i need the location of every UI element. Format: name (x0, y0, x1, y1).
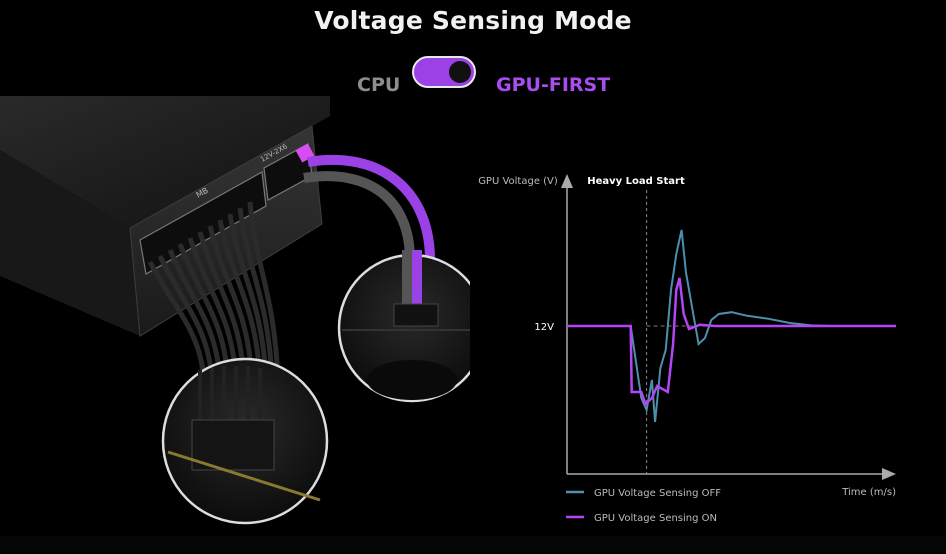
series-line-sensing-off (567, 229, 896, 423)
legend-label-sensing-on: GPU Voltage Sensing ON (594, 513, 717, 524)
annotation-label: Heavy Load Start (587, 176, 685, 187)
y-axis-label: GPU Voltage (V) (478, 176, 558, 187)
y-axis-arrow (561, 174, 573, 188)
voltage-chart: GPU Voltage (V) Heavy Load Start 12V Tim… (478, 174, 896, 524)
page-title: Voltage Sensing Mode (314, 6, 632, 35)
x-axis-label: Time (m/s) (841, 487, 896, 498)
y-tick-12v: 12V (534, 322, 554, 333)
x-axis-arrow (882, 468, 896, 480)
series-line-sensing-on (567, 277, 896, 407)
psu-cable-illustration: MB 12V-2X6 (0, 96, 470, 525)
toggle-knob (449, 61, 471, 83)
legend-label-sensing-off: GPU Voltage Sensing OFF (594, 488, 721, 499)
footer-bar (0, 536, 946, 554)
mode-label-cpu: CPU (357, 74, 401, 96)
voltage-sensing-toggle[interactable] (412, 56, 476, 88)
mode-label-gpu-first: GPU-FIRST (496, 74, 611, 96)
